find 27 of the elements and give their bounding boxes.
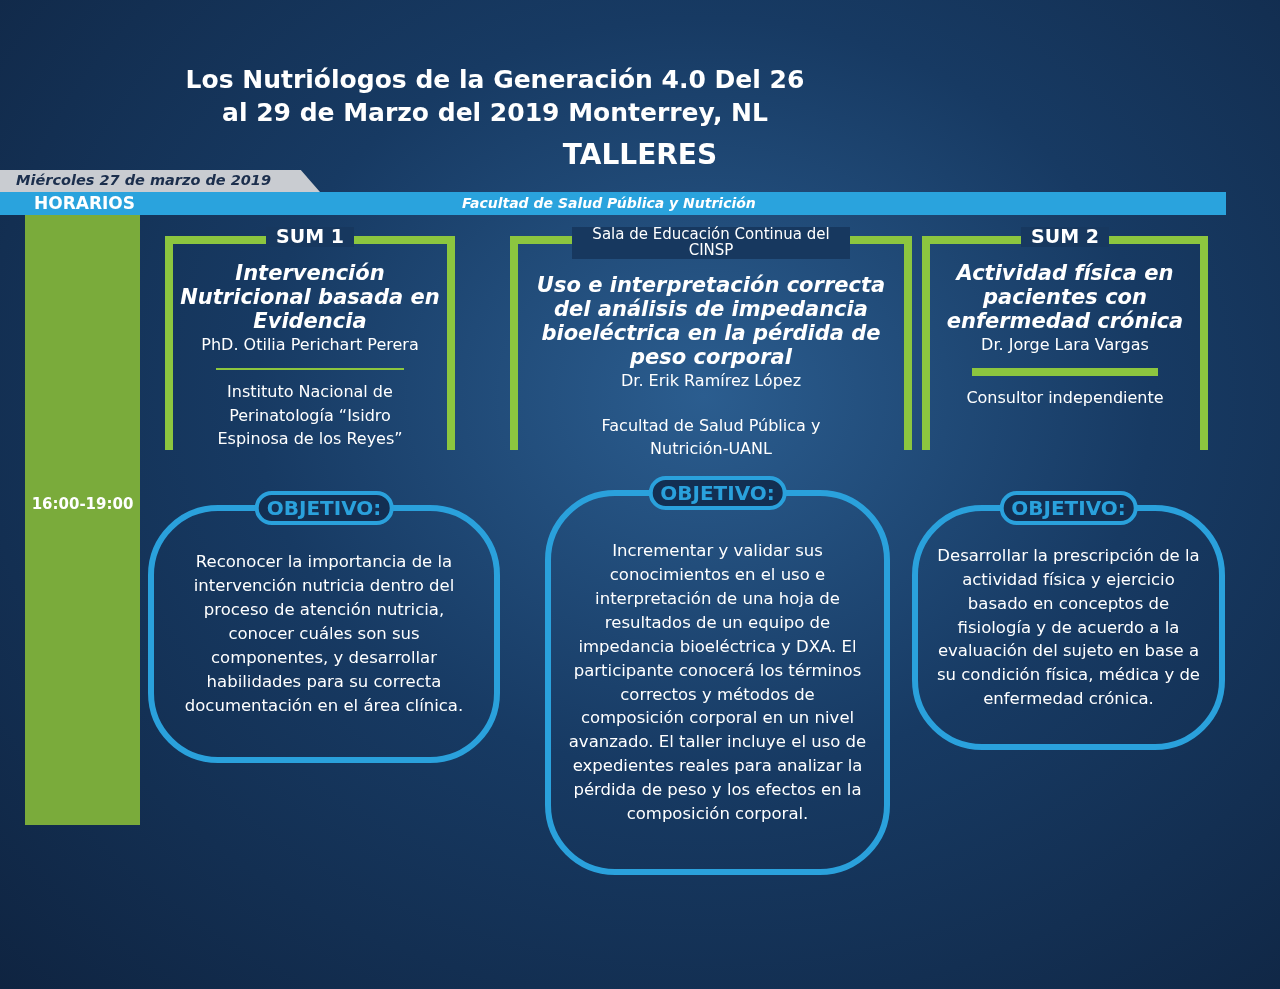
session-title: Uso e interpretación correcta del análisis de impedancia bioeléctrica en la pérdida de peso corporal bbox=[535, 272, 887, 370]
session-room: Sala de Educación Continua del CINSP bbox=[572, 227, 850, 259]
objective-heading: OBJETIVO: bbox=[254, 491, 394, 525]
speaker-name: PhD. Otilia Perichart Perera bbox=[201, 335, 419, 355]
session-title: Actividad física en pacientes con enfermedad crónica bbox=[945, 260, 1185, 334]
header-bar bbox=[0, 192, 1226, 215]
objective-text: Desarrollar la prescripción de la actividad física y ejercicio basado en conceptos de fisiología y de acuerdo a la evaluación del sujeto en base a su condición física, médica y de enfermedad crónica. bbox=[936, 544, 1201, 711]
speaker-name: Dr. Erik Ramírez López bbox=[620, 371, 802, 391]
speaker-name: Dr. Jorge Lara Vargas bbox=[981, 335, 1149, 355]
section-heading: TALLERES bbox=[561, 138, 719, 171]
session-title: Intervención Nutricional basada en Evidencia bbox=[179, 260, 441, 334]
institution-name: Consultor independiente bbox=[966, 387, 1164, 410]
date-text: Miércoles 27 de marzo de 2019 bbox=[16, 172, 272, 188]
institution-name: Instituto Nacional de Perinatología “Isidro Espinosa de los Reyes” bbox=[216, 381, 404, 450]
column-heading: HORARIOS bbox=[34, 193, 136, 213]
institution-name: Facultad de Salud Pública y Nutrición-UANL bbox=[600, 415, 822, 461]
venue-name: Facultad de Salud Pública y Nutrición bbox=[462, 195, 756, 211]
poster-title: Los Nutriólogos de la Generación 4.0 Del 26 al 29 de Marzo del 2019 Monterrey, NL bbox=[184, 64, 806, 129]
session-room: SUM 1 bbox=[266, 227, 354, 247]
date-tab bbox=[0, 170, 320, 192]
objective-heading: OBJETIVO: bbox=[648, 476, 787, 510]
objective-text: Incrementar y validar sus conocimientos en el uso e interpretación de una hoja de resultados de un equipo de impedancia bioeléctrica y DXA. El participante conocerá los términos correctos y métodos de composición corporal en un nivel avanzado. El taller incluye el uso de expedientes reales para analizar la pérdida de peso y los efectos en la composición corporal. bbox=[567, 539, 868, 826]
time-range: 16:00-19:00 bbox=[30, 495, 135, 513]
objective-heading: OBJETIVO: bbox=[999, 491, 1138, 525]
session-room: SUM 2 bbox=[1021, 227, 1109, 247]
objective-text: Reconocer la importancia de la intervención nutricia dentro del proceso de atención nutricia, conocer cuáles son sus componentes, y desarrollar habilidades para su correcta documentación en el área clínica. bbox=[183, 551, 465, 717]
time-bar bbox=[25, 215, 140, 825]
